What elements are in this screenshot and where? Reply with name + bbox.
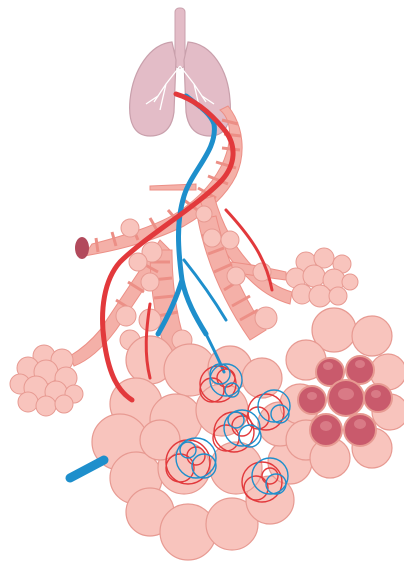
- alveolar-cluster-right-upper: [286, 248, 358, 307]
- alveolar-sac-main: [92, 336, 312, 560]
- bronchus-opening: [75, 237, 89, 259]
- trachea-top: [175, 8, 185, 68]
- vein-exit: [70, 460, 104, 478]
- alveolar-cluster-right-section: [280, 308, 404, 478]
- alveolar-cluster-left: [10, 345, 83, 416]
- left-lung: [130, 42, 176, 136]
